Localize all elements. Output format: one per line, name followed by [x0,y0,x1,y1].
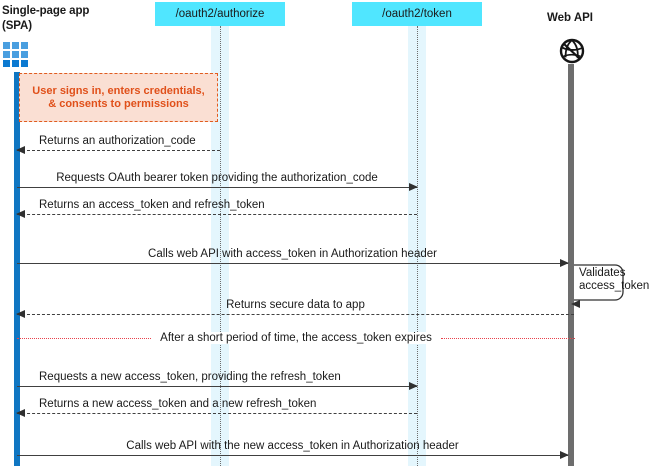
self-message-label-line2: access_token [579,280,649,292]
message-label: Requests OAuth bearer token providing th… [56,172,378,184]
message-label: Returns an authorization_code [39,135,196,147]
participant-label-spa: Single-page app (SPA) [2,4,142,34]
participant-label-webapi: Web API [546,12,593,24]
lifeline-authorize [220,26,221,466]
participant-header-token: /oauth2/token [352,2,482,26]
arrowhead-left-icon [16,210,25,218]
message-label: Returns an access_token and refresh_toke… [39,199,265,211]
lifeline-spa [14,72,20,466]
self-message-validates-access-token: Validates access_token [571,264,649,308]
participant-header-authorize: /oauth2/authorize [155,2,285,26]
lifeline-webapi [568,64,574,466]
participant-label-token: /oauth2/token [382,8,452,20]
separator-label: After a short period of time, the access… [151,332,441,344]
self-message-label: Validates access_token [579,267,649,293]
globe-icon [559,38,585,64]
app-grid-icon [3,42,29,68]
note-user-signin: User signs in, enters credentials, & con… [19,73,218,122]
lifeline-token [417,26,418,466]
arrowhead-left-icon [16,409,25,417]
separator-rule-left [17,337,152,339]
arrowhead-right-icon [560,451,569,459]
arrowhead-left-icon [16,146,25,154]
participant-label-spa-line2: (SPA) [2,20,32,32]
message-label: Returns secure data to app [226,299,365,311]
arrowhead-right-icon [409,382,418,390]
arrowhead-right-icon [560,259,569,267]
arrowhead-left-icon [16,310,25,318]
arrowhead-left-icon [571,300,580,308]
message-label: Returns a new access_token and a new ref… [39,398,317,410]
separator-rule-right [440,337,576,339]
participant-label-authorize: /oauth2/authorize [175,8,265,20]
participant-label-spa-line1: Single-page app [2,5,90,17]
message-label: Requests a new access_token, providing t… [39,371,341,383]
message-label: Calls web API with the new access_token … [126,440,459,452]
arrowhead-right-icon [409,183,418,191]
self-message-label-line1: Validates [579,267,626,279]
message-label: Calls web API with access_token in Autho… [148,248,437,260]
